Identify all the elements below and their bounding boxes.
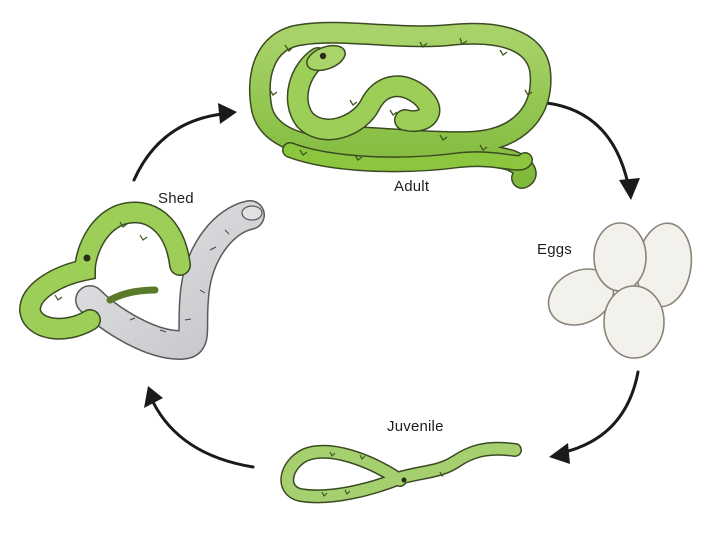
adult-snake-illustration [248, 21, 552, 189]
stage-label-adult: Adult [394, 178, 430, 195]
stage-label-juvenile: Juvenile [387, 418, 444, 435]
arrow-shed-to-adult [132, 103, 237, 182]
shedding-snake-illustration [18, 200, 265, 361]
juvenile-snake-illustration [280, 441, 522, 504]
eggs-illustration [547, 222, 693, 359]
stage-label-eggs: Eggs [537, 241, 572, 258]
arrow-juvenile-to-shed [144, 386, 255, 469]
stage-label-shed: Shed [158, 190, 194, 207]
arrow-adult-to-eggs [545, 101, 640, 200]
arrow-eggs-to-juvenile [549, 370, 640, 464]
